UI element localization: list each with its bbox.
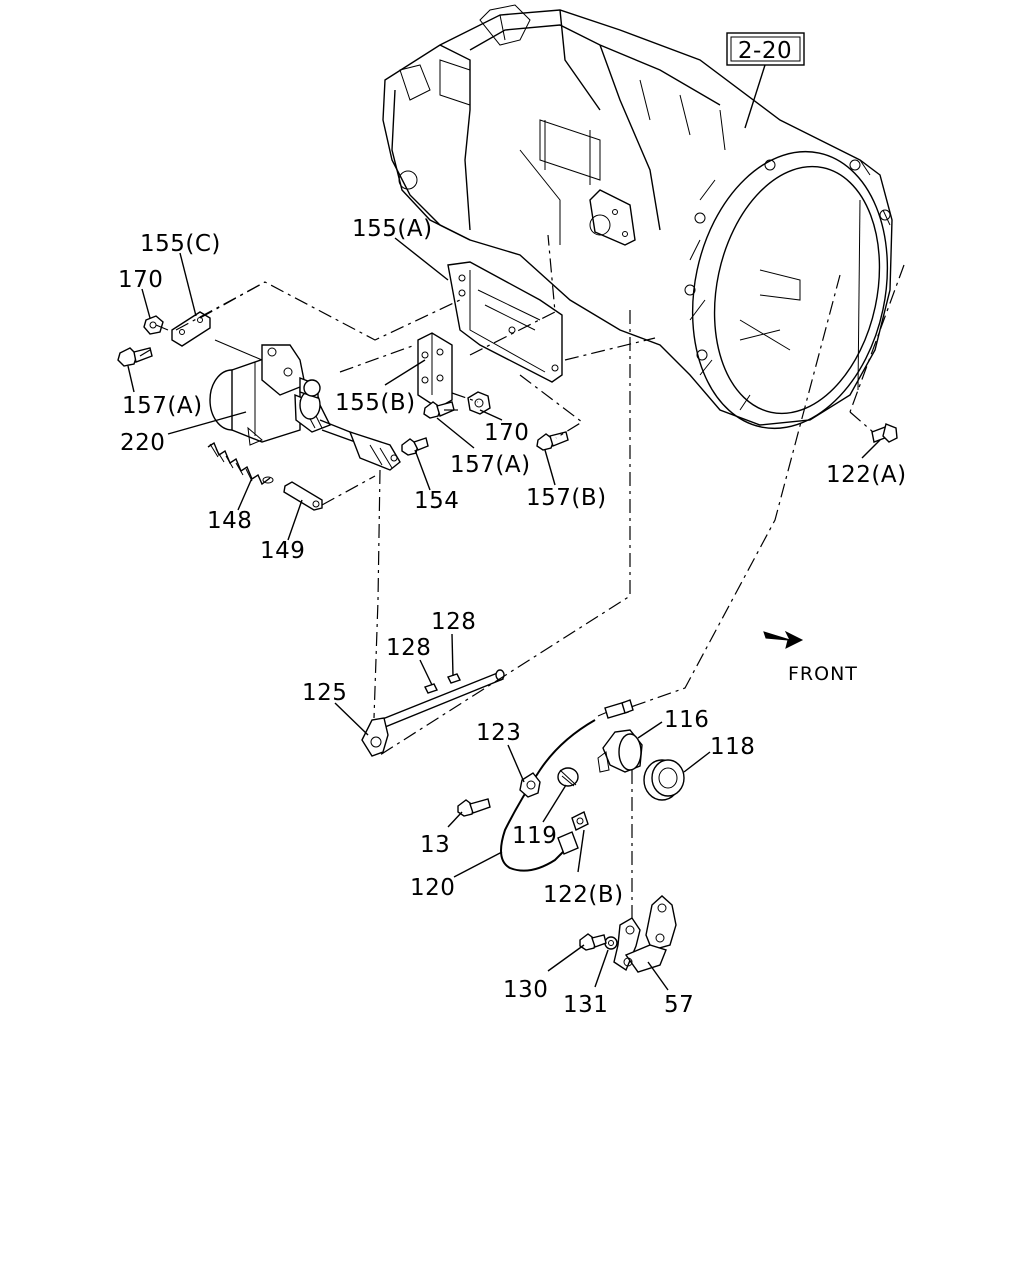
label-131: 131 — [563, 992, 608, 1018]
clutch-booster-220 — [209, 339, 401, 471]
label-220: 220 — [120, 430, 165, 456]
label-118: 118 — [710, 734, 755, 760]
fitting-119 — [557, 767, 579, 787]
label-125: 125 — [302, 680, 347, 706]
fitting-123 — [519, 772, 541, 798]
label-120: 120 — [410, 875, 455, 901]
ref-box-label: 2-20 — [738, 38, 792, 64]
bracket-155a — [447, 261, 563, 383]
sleeve-116 — [597, 729, 643, 773]
label-155a: 155(A) — [352, 216, 433, 242]
front-label: FRONT — [788, 663, 858, 685]
bolt-157a-left — [117, 347, 153, 367]
label-122b: 122(B) — [543, 882, 624, 908]
label-57: 57 — [664, 992, 694, 1018]
fork-57 — [613, 895, 677, 973]
label-13: 13 — [420, 832, 450, 858]
label-157a-left: 157(A) — [122, 393, 203, 419]
label-128-left: 128 — [386, 635, 431, 661]
pin-149 — [283, 481, 323, 511]
release-bearing-118 — [643, 759, 685, 801]
bolt-122a — [871, 423, 898, 443]
label-123: 123 — [476, 720, 521, 746]
bolt-13 — [457, 798, 491, 817]
transmission-housing — [382, 4, 893, 430]
bolt-154 — [401, 437, 429, 456]
label-170-upper: 170 — [118, 267, 163, 293]
label-170-lower: 170 — [484, 420, 529, 446]
lever-shaft-125 — [361, 669, 505, 757]
label-155c: 155(C) — [140, 231, 221, 257]
label-130: 130 — [503, 977, 548, 1003]
label-122a: 122(A) — [826, 462, 907, 488]
label-155b: 155(B) — [335, 390, 416, 416]
label-116: 116 — [664, 707, 709, 733]
ref-box: 2-20 — [726, 32, 805, 66]
bolt-122b — [571, 811, 589, 831]
front-arrow-icon — [763, 630, 804, 649]
assembly-lines — [139, 234, 905, 918]
label-119: 119 — [512, 823, 557, 849]
part-labels: 155(C) 155(A) 170 157(A) 220 155(B) 170 … — [118, 216, 907, 1018]
hose-120 — [500, 699, 634, 872]
nut-170-upper — [143, 315, 164, 335]
label-128-right: 128 — [431, 609, 476, 635]
label-157b: 157(B) — [526, 485, 607, 511]
spring-148 — [207, 441, 274, 486]
bracket-155c — [171, 311, 211, 347]
bolt-130 — [579, 933, 607, 951]
label-154: 154 — [414, 488, 459, 514]
bracket-155b — [417, 332, 453, 409]
label-157a-center: 157(A) — [450, 452, 531, 478]
label-149: 149 — [260, 538, 305, 564]
washer-131 — [604, 936, 618, 950]
label-148: 148 — [207, 508, 252, 534]
leader-lines — [127, 237, 881, 991]
nut-170-lower — [467, 391, 491, 415]
bolt-157b — [536, 431, 569, 451]
